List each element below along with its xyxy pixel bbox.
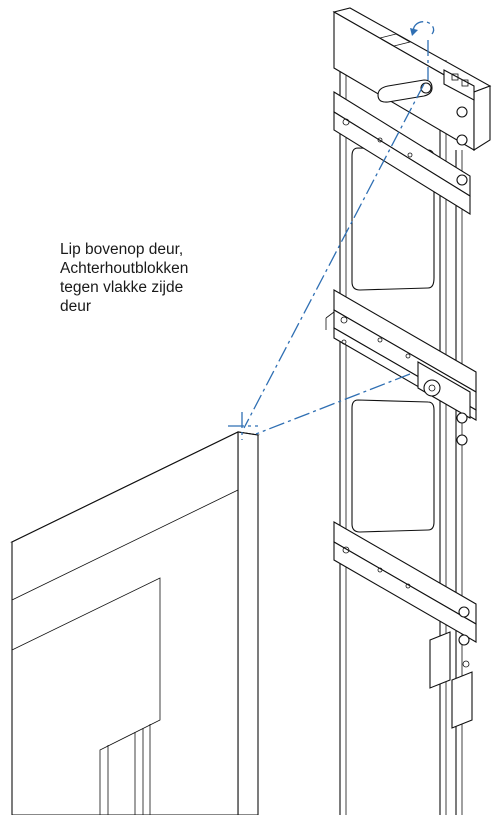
- door: [10, 431, 260, 815]
- lip-lever: [377, 79, 433, 103]
- door-corner-line: [237, 431, 259, 436]
- screw-hole: [405, 583, 411, 589]
- screw-hole: [377, 567, 383, 573]
- knob: [458, 606, 470, 618]
- jig-window-lower: [351, 399, 435, 533]
- instruction-line-3: tegen vlakke zijde: [60, 279, 184, 296]
- screw-hole: [341, 339, 347, 345]
- screw-hole: [342, 546, 350, 554]
- lock-cylinder-guide: [423, 379, 441, 397]
- instruction-line-2: Achterhoutblokken: [60, 260, 189, 277]
- back-block-1: [429, 631, 451, 689]
- knob: [456, 134, 468, 146]
- door-edge-face: [237, 431, 259, 815]
- rotate-arrow-head: [410, 28, 418, 36]
- instruction-line-1: Lip bovenop deur,: [60, 241, 184, 258]
- clamp-tab: [325, 311, 335, 319]
- screw-hole: [340, 316, 348, 324]
- jig-comb: [443, 69, 475, 101]
- rotate-arrow-icon: [410, 21, 435, 80]
- back-block-2: [451, 671, 473, 729]
- lock-jig: [325, 7, 492, 815]
- screw-hole: [377, 137, 383, 143]
- knob: [456, 434, 468, 446]
- jig-top-slot: [378, 33, 412, 47]
- jig-plate-3: [333, 541, 477, 643]
- screw-hole: [407, 152, 413, 158]
- jig-comb-tooth: [461, 79, 469, 87]
- guide-lines: [228, 83, 425, 440]
- guide-line-block-to-door: [255, 373, 411, 435]
- block-screw: [462, 660, 470, 668]
- jig-plate-1: [333, 111, 471, 215]
- screw-hole: [377, 337, 383, 343]
- jig-plate-3-top: [333, 521, 477, 625]
- knob: [456, 106, 468, 118]
- screw-hole: [405, 353, 411, 359]
- rotate-arrow-arc: [412, 21, 435, 35]
- door-panel-profile: [11, 577, 161, 815]
- instruction-text: Lip bovenop deur, Achterhoutblokken tege…: [60, 240, 260, 316]
- door-panel-top-line: [11, 489, 239, 601]
- knob: [458, 634, 470, 646]
- jig-comb-tooth: [451, 73, 459, 81]
- jig-top-side: [473, 85, 491, 151]
- guide-line-lever-to-door: [243, 83, 425, 429]
- knob: [456, 412, 468, 424]
- lock-cylinder-center: [428, 384, 436, 392]
- instruction-line-4: deur: [60, 298, 92, 315]
- screw-hole: [342, 118, 350, 126]
- lock-guide-block: [417, 361, 471, 419]
- door-front-face: [11, 431, 239, 815]
- knob: [456, 174, 468, 186]
